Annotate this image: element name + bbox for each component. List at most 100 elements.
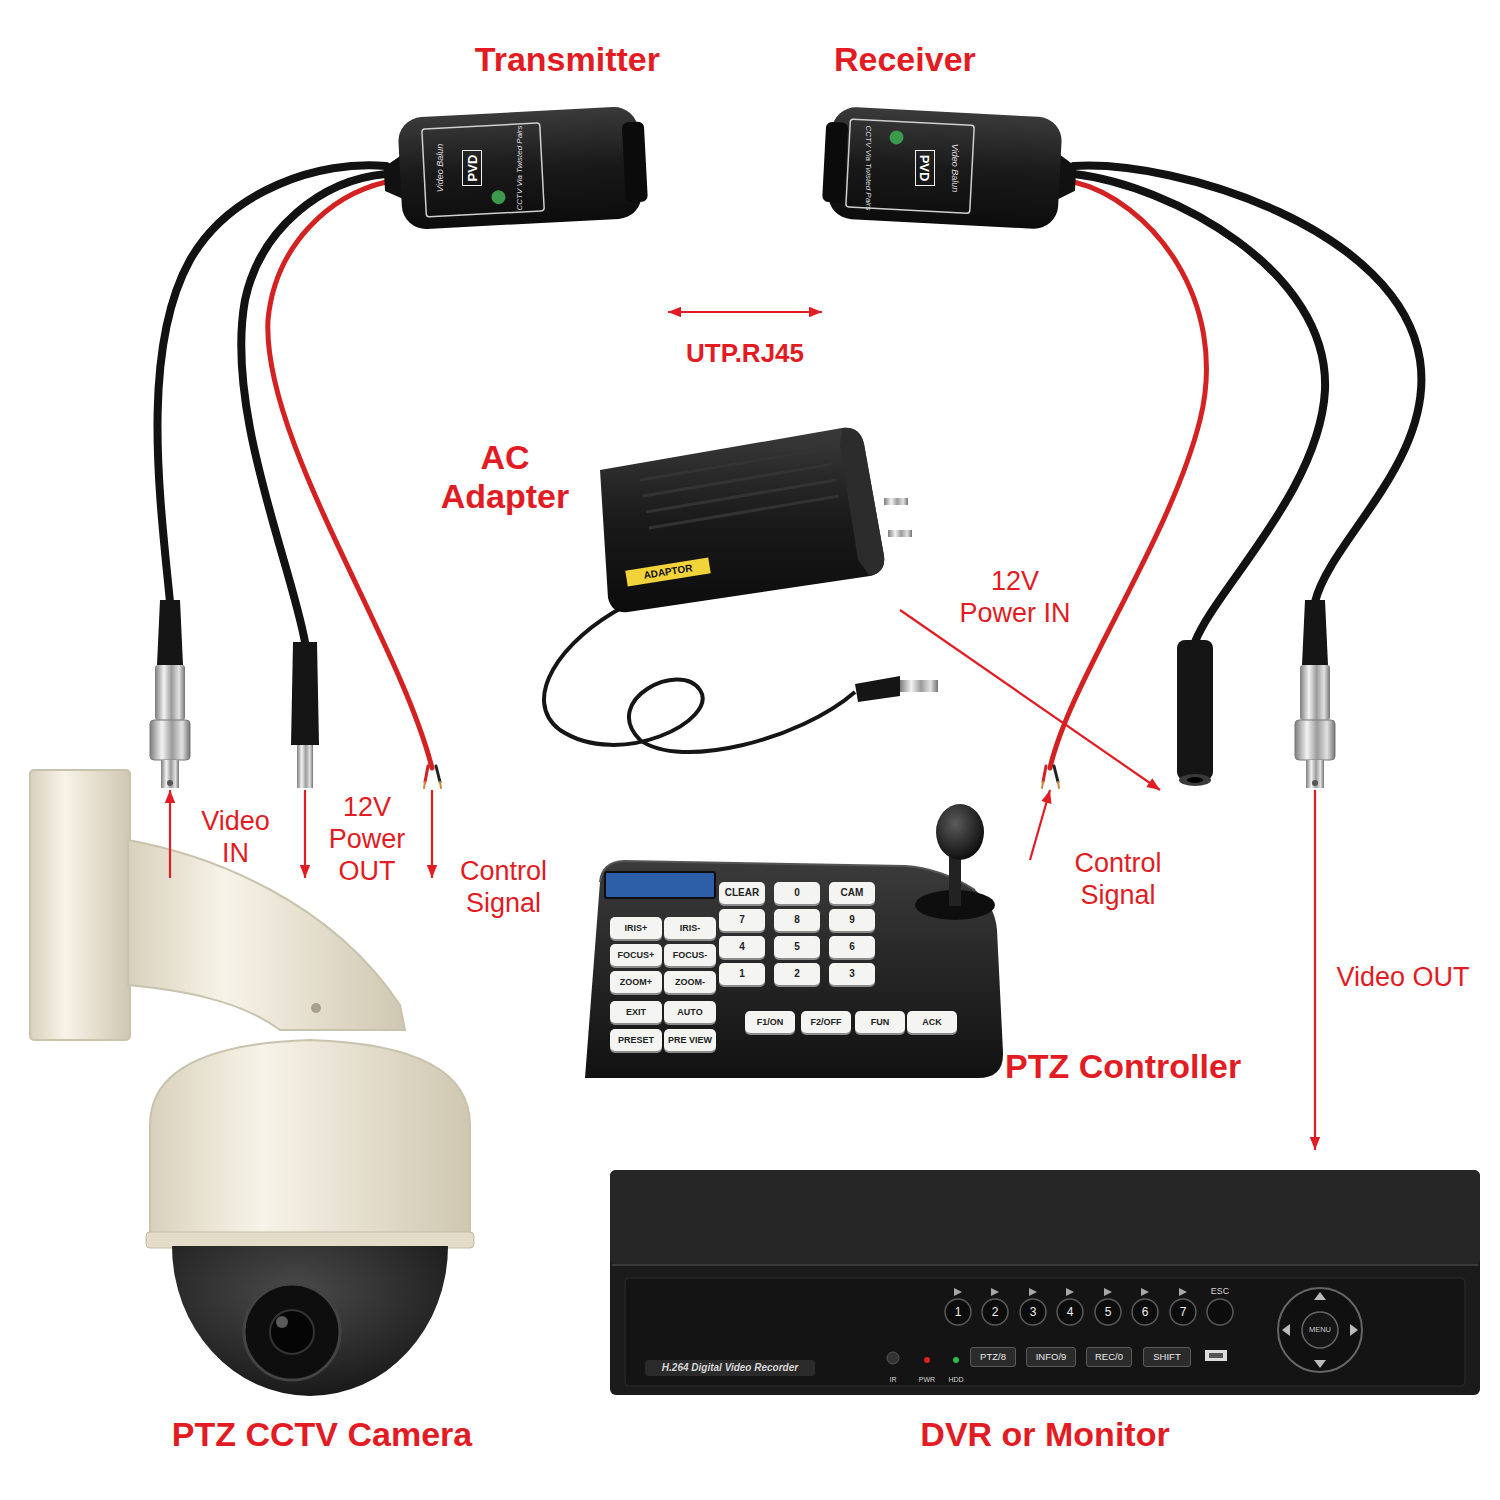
keypad-key: 0	[774, 882, 820, 904]
device-label: 6	[849, 942, 855, 952]
transmitter-cables	[436, 766, 440, 782]
device-print: CCTV Via Twisted Pairs	[513, 116, 527, 220]
device-title: AC Adapter	[441, 438, 569, 515]
keypad-key: 5	[774, 936, 820, 958]
device-title-holder: Transmitter	[475, 40, 660, 79]
device-label: 3	[849, 969, 855, 979]
device-label: H.264 Digital Video Recorder	[662, 1363, 798, 1373]
keypad-key: FOCUS-	[664, 944, 716, 966]
signal-label-holder: 12V Power IN	[955, 566, 1075, 630]
device-title-holder: AC Adapter	[430, 438, 580, 516]
keypad-key: ACK	[907, 1011, 957, 1033]
device-label: PRESET	[618, 1036, 654, 1045]
dvr-recorder	[954, 1288, 1187, 1296]
bnc-connector	[155, 665, 185, 720]
ptz-camera	[30, 770, 130, 1040]
dvr-button-number: 7	[1173, 1304, 1193, 1320]
keypad-key: 4	[719, 936, 765, 958]
device-label: ADAPTOR	[643, 563, 693, 581]
dvr-button-number: 4	[1060, 1304, 1080, 1320]
transmitter-cables	[268, 182, 432, 768]
ptz-camera	[30, 770, 474, 1396]
receiver-cables	[1058, 782, 1059, 788]
receiver-balun	[822, 122, 848, 203]
dvr-button: INFO/9	[1026, 1347, 1076, 1367]
keypad-key: 2	[774, 963, 820, 985]
dvr-recorder	[1104, 1288, 1112, 1296]
transmitter-balun	[622, 121, 648, 202]
keypad-key: EXIT	[610, 1001, 662, 1023]
device-label: ZOOM-	[675, 978, 705, 987]
dvr-recorder	[945, 1299, 1233, 1325]
receiver-balun	[889, 130, 904, 145]
ac-adapter	[840, 428, 884, 576]
device-label: CLEAR	[725, 888, 759, 898]
device-region: DVR or Monitor	[600, 1150, 1485, 1470]
device-label: Video Balun	[951, 144, 960, 192]
dvr-recorder	[625, 1278, 1465, 1386]
transmitter-cables	[425, 766, 428, 782]
dvr-recorder	[924, 1357, 930, 1363]
adaptor-sticker: ADAPTOR	[625, 558, 710, 587]
keypad-key: PRE VIEW	[664, 1029, 716, 1051]
device-region: AC Adapter	[430, 420, 900, 620]
keypad-key: PRESET	[610, 1029, 662, 1051]
signal-arrow	[169, 790, 171, 878]
dvr-button-number: 6	[1135, 1304, 1155, 1320]
keypad-key: IRIS+	[610, 917, 662, 939]
signal-label: Control Signal	[1074, 848, 1161, 910]
ac-adapter	[643, 464, 833, 496]
bnc-connector	[1306, 760, 1324, 788]
device-region: Transmitter	[90, 30, 668, 790]
brand-mark: PVD	[462, 150, 482, 186]
dc-jack	[1187, 777, 1203, 783]
receiver-cables	[1054, 766, 1058, 782]
transmitter-balun	[491, 190, 506, 205]
device-label: FOCUS+	[618, 951, 655, 960]
signal-label: UTP.RJ45	[686, 338, 804, 368]
keypad-key: 7	[719, 909, 765, 931]
device-label: REC/0	[1095, 1352, 1123, 1362]
keypad-key: 6	[829, 936, 875, 958]
dvr-button-number: 3	[1023, 1304, 1043, 1320]
bnc-connector	[150, 720, 190, 760]
dvr-recorder	[645, 1360, 815, 1376]
keypad-key: CLEAR	[719, 882, 765, 904]
signal-arrow	[431, 790, 433, 878]
ptz-camera	[172, 1246, 448, 1396]
bnc-connector	[1312, 780, 1318, 786]
ptz-controller	[585, 861, 1003, 1078]
ptz-controller	[936, 804, 984, 860]
keypad-key: CAM	[829, 882, 875, 904]
device-label: 4	[739, 942, 745, 952]
device-label: F2/OFF	[811, 1018, 842, 1027]
dvr-recorder	[1179, 1288, 1187, 1296]
dc-plug	[291, 642, 319, 788]
dc-plug	[297, 745, 313, 788]
keypad-key: IRIS-	[664, 917, 716, 939]
dvr-menu-text: MENU	[1305, 1325, 1335, 1335]
device-label: PTZ/8	[980, 1352, 1006, 1362]
brand-mark: PVD	[915, 150, 935, 186]
device-label: ZOOM+	[620, 978, 652, 987]
device-label: HDD	[948, 1376, 963, 1383]
device-label: CCTV Via Twisted Pairs	[516, 125, 524, 210]
device-label: FUN	[871, 1018, 890, 1027]
device-label: PVD	[919, 155, 932, 182]
signal-label: Video OUT	[1336, 962, 1469, 992]
device-label: 9	[849, 915, 855, 925]
signal-label-holder: Control Signal	[1058, 848, 1178, 912]
device-print: Video Balun	[948, 136, 962, 200]
bnc-connector	[167, 780, 173, 786]
keypad-key: 8	[774, 909, 820, 931]
bnc-connector	[161, 760, 179, 788]
ptz-camera	[244, 1284, 340, 1380]
dc-jack	[1177, 640, 1213, 786]
dvr-recorder	[612, 1264, 1478, 1266]
ac-adapter	[884, 498, 908, 505]
keypad-key: FOCUS+	[610, 944, 662, 966]
transmitter-cables	[158, 165, 387, 602]
